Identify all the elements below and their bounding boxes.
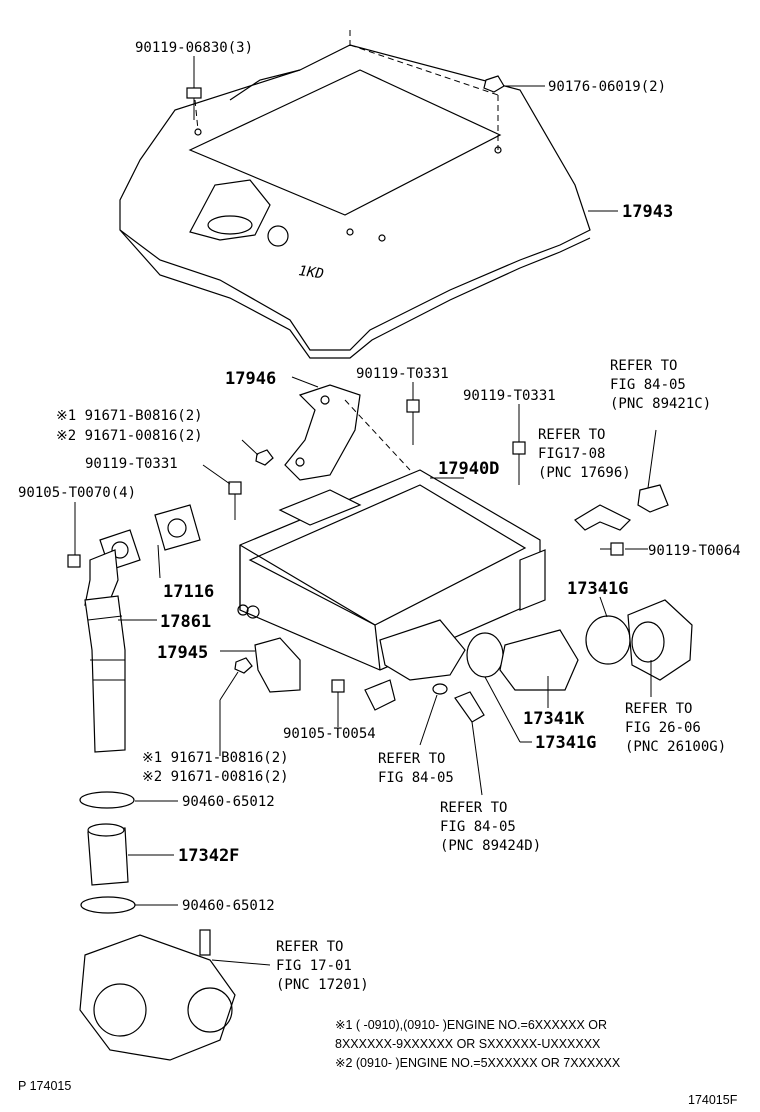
throttle-body-26100G <box>627 599 693 681</box>
label-90105-T0070: 90105-T0070(4) <box>18 485 136 501</box>
label-refer-17201-2: FIG 17-01 <box>276 958 352 974</box>
label-17116: 17116 <box>163 582 214 602</box>
label-refer-17696-3: (PNC 17696) <box>538 465 631 481</box>
label-refer-26100g-1: REFER TO <box>625 701 692 717</box>
label-17342F: 17342F <box>178 846 239 866</box>
nut-91671-upper <box>255 449 274 466</box>
label-refer-8405-2: FIG 84-05 <box>378 770 454 786</box>
hose-17341K <box>499 629 579 691</box>
label-17861: 17861 <box>160 612 211 632</box>
label-91671-00816-b: ※2 91671-00816(2) <box>142 769 289 785</box>
bracket-lower <box>364 679 396 711</box>
hose-clamp-90460-65012-a <box>79 791 135 809</box>
note-2: ※2 (0910- )ENGINE NO.=5XXXXXX OR 7XXXXXX <box>335 1056 621 1070</box>
label-refer-8405-1: REFER TO <box>378 751 445 767</box>
label-90119-T0064: 90119-T0064 <box>648 543 741 559</box>
label-refer-89421c-2: FIG 84-05 <box>610 377 686 393</box>
label-refer-26100g-2: FIG 26-06 <box>625 720 701 736</box>
label-17946: 17946 <box>225 369 276 389</box>
label-90105-T0054: 90105-T0054 <box>283 726 376 742</box>
label-17945: 17945 <box>157 643 208 663</box>
pipe-17861 <box>84 549 126 753</box>
label-refer-17696-1: REFER TO <box>538 427 605 443</box>
hose-17342F <box>87 823 129 886</box>
engine-cover-17943: 1KD <box>119 44 591 359</box>
footer-right-code: 174015F <box>688 1093 738 1107</box>
label-17940D: 17940D <box>438 459 499 479</box>
label-refer-26100g-3: (PNC 26100G) <box>625 739 726 755</box>
note-1-line-a: ※1 ( -0910),(0910- )ENGINE NO.=6XXXXXX O… <box>335 1018 607 1032</box>
label-90119-T0331-b: 90119-T0331 <box>463 388 556 404</box>
label-refer-17696-2: FIG17-08 <box>538 446 605 462</box>
label-17341G-a: 17341G <box>567 579 628 599</box>
bracket-17945 <box>254 637 301 693</box>
hose-clamp-90460-65012-b <box>80 896 136 914</box>
label-90176-06019: 90176-06019(2) <box>548 79 666 95</box>
bolt-90119-T0331-b <box>512 441 526 485</box>
label-refer-89424d-3: (PNC 89424D) <box>440 838 541 854</box>
turbocharger-17201 <box>79 929 236 1061</box>
bolt-90105-T0070 <box>67 554 81 568</box>
bolt-90119-T0331-a <box>406 399 420 445</box>
bolt-90119-T0331-c <box>228 481 242 520</box>
bolt-90105-T0054 <box>331 679 345 715</box>
note-1-line-b: 8XXXXXX-9XXXXXX OR SXXXXXX-UXXXXXX <box>335 1037 601 1051</box>
label-17943: 17943 <box>622 202 673 222</box>
part-labels: 90119-06830(3) 90176-06019(2) 17943 1794… <box>18 40 741 993</box>
footer-left-code: P 174015 <box>18 1079 71 1093</box>
nut-91671-lower <box>234 657 253 674</box>
label-90460-65012-a: 90460-65012 <box>182 794 275 810</box>
label-91671-B0816-a: ※1 91671-B0816(2) <box>56 408 203 424</box>
label-17341K: 17341K <box>523 709 585 729</box>
sensor-89421C <box>637 429 669 513</box>
label-refer-89424d-1: REFER TO <box>440 800 507 816</box>
label-17341G-b: 17341G <box>535 733 596 753</box>
bracket-17946 <box>284 384 361 481</box>
label-refer-89424d-2: FIG 84-05 <box>440 819 516 835</box>
label-refer-17201-1: REFER TO <box>276 939 343 955</box>
label-refer-17201-3: (PNC 17201) <box>276 977 369 993</box>
engine-notes: ※1 ( -0910),(0910- )ENGINE NO.=6XXXXXX O… <box>335 1018 621 1070</box>
o-ring <box>432 683 448 695</box>
hose-clamp-17341G-b <box>585 615 631 665</box>
label-refer-89421c-3: (PNC 89421C) <box>610 396 711 412</box>
bracket-clip <box>574 504 632 531</box>
cover-emblem: 1KD <box>297 263 324 282</box>
label-refer-89421c-1: REFER TO <box>610 358 677 374</box>
intercooler-17940D <box>237 469 546 681</box>
bolt-90119-T0064 <box>600 542 624 556</box>
sensor-89424D <box>454 691 485 723</box>
label-91671-00816-a: ※2 91671-00816(2) <box>56 428 203 444</box>
hose-clamp-17341G-a <box>466 632 504 678</box>
label-90119-06830: 90119-06830(3) <box>135 40 253 56</box>
label-91671-B0816-b: ※1 91671-B0816(2) <box>142 750 289 766</box>
label-90119-T0331-c: 90119-T0331 <box>85 456 178 472</box>
label-90460-65012-b: 90460-65012 <box>182 898 275 914</box>
leader-lines <box>74 56 652 966</box>
nut-90176-06019 <box>483 75 505 93</box>
label-90119-T0331-a: 90119-T0331 <box>356 366 449 382</box>
